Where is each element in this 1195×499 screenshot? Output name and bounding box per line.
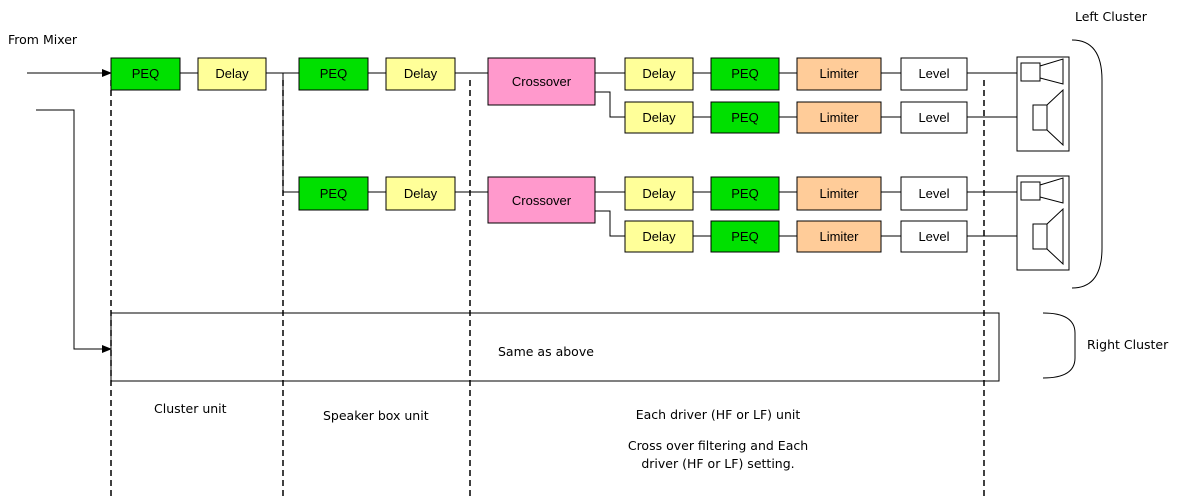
svg-text:Delay: Delay (404, 66, 438, 81)
peq-block: PEQ (710, 101, 780, 134)
driver-row-top-lf: Delay PEQ Limiter Level (624, 101, 968, 134)
driver-note-line1: Cross over filtering and Each (628, 438, 808, 453)
svg-text:PEQ: PEQ (320, 66, 347, 81)
delay-block: Delay (385, 57, 456, 91)
svg-text:Limiter: Limiter (819, 66, 859, 81)
delay-block: Delay (624, 57, 694, 91)
svg-text:Delay: Delay (642, 229, 676, 244)
svg-text:Limiter: Limiter (819, 186, 859, 201)
driver-row-top-hf: Delay PEQ Limiter Level (624, 57, 968, 91)
driver-row-bottom-lf: Delay PEQ Limiter Level (624, 220, 968, 253)
delay-block: Delay (624, 220, 694, 253)
svg-text:PEQ: PEQ (731, 186, 758, 201)
svg-text:PEQ: PEQ (731, 110, 758, 125)
peq-block: PEQ (298, 176, 369, 211)
level-block: Level (900, 101, 968, 134)
svg-text:PEQ: PEQ (731, 229, 758, 244)
driver-unit-label: Each driver (HF or LF) unit (636, 407, 801, 422)
svg-text:PEQ: PEQ (320, 186, 347, 201)
speaker-cabinet-icon (1016, 56, 1070, 152)
svg-text:Level: Level (918, 229, 949, 244)
crossover-block: Crossover (487, 57, 596, 106)
svg-text:Delay: Delay (642, 110, 676, 125)
level-block: Level (900, 220, 968, 253)
unit-divider-lines (110, 80, 985, 499)
driver-note-line2: driver (HF or LF) setting. (641, 456, 794, 471)
delay-block: Delay (624, 101, 694, 134)
limiter-block: Limiter (796, 57, 882, 91)
svg-text:Crossover: Crossover (512, 193, 572, 208)
svg-text:PEQ: PEQ (731, 66, 758, 81)
crossover-block: Crossover (487, 176, 596, 224)
peq-block: PEQ (710, 57, 780, 91)
svg-text:Limiter: Limiter (819, 229, 859, 244)
peq-block: PEQ (110, 57, 181, 91)
same-as-above-label: Same as above (498, 344, 594, 359)
peq-block: PEQ (710, 176, 780, 211)
limiter-block: Limiter (796, 176, 882, 211)
svg-text:Delay: Delay (642, 186, 676, 201)
svg-text:Limiter: Limiter (819, 110, 859, 125)
cluster-unit-label: Cluster unit (154, 401, 227, 416)
limiter-block: Limiter (796, 220, 882, 253)
left-cluster-bracket (1071, 39, 1103, 289)
svg-text:Level: Level (918, 66, 949, 81)
peq-block: PEQ (298, 57, 369, 91)
speaker-box-unit-label: Speaker box unit (323, 408, 429, 423)
limiter-block: Limiter (796, 101, 882, 134)
svg-text:Delay: Delay (404, 186, 438, 201)
right-cluster-label: Right Cluster (1087, 337, 1169, 352)
svg-text:Delay: Delay (215, 66, 249, 81)
speaker-cabinet-icon (1016, 175, 1070, 271)
delay-block: Delay (385, 176, 456, 211)
svg-text:Delay: Delay (642, 66, 676, 81)
peq-block: PEQ (710, 220, 780, 253)
delay-block: Delay (197, 57, 267, 91)
level-block: Level (900, 176, 968, 211)
left-cluster-label: Left Cluster (1075, 9, 1148, 24)
delay-block: Delay (624, 176, 694, 211)
right-cluster-bracket (1042, 312, 1076, 379)
from-mixer-label: From Mixer (8, 32, 78, 47)
driver-row-bottom-hf: Delay PEQ Limiter Level (624, 176, 968, 211)
svg-text:Crossover: Crossover (512, 74, 572, 89)
svg-text:Level: Level (918, 110, 949, 125)
right-cluster-box (110, 312, 1000, 382)
svg-text:Level: Level (918, 186, 949, 201)
svg-text:PEQ: PEQ (132, 66, 159, 81)
level-block: Level (900, 57, 968, 91)
